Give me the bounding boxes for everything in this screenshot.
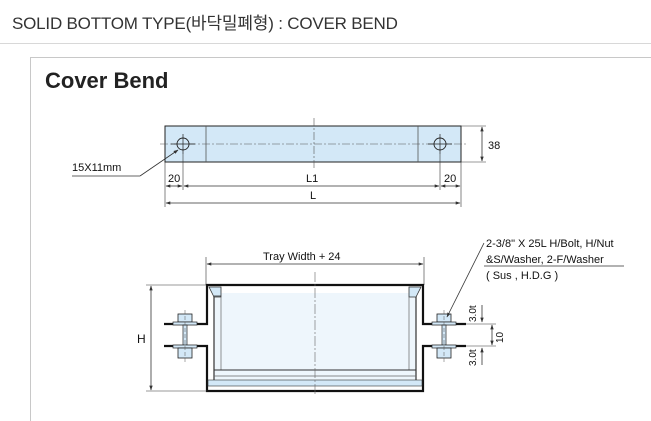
bolt-assembly-left bbox=[172, 310, 198, 362]
bolt-note-line-3: ( Sus , H.D.G ) bbox=[486, 270, 558, 282]
height-dimension-label: 38 bbox=[488, 140, 500, 152]
cover-plate bbox=[164, 125, 462, 163]
edge-distance-left-label: 20 bbox=[168, 173, 180, 185]
tray-width-label: Tray Width + 24 bbox=[263, 251, 341, 263]
thickness-top-label: 3.0t bbox=[468, 305, 479, 322]
l-dimension-label: L bbox=[310, 190, 316, 202]
diagram-title: Cover Bend bbox=[45, 68, 169, 93]
edge-distance-right-label: 20 bbox=[444, 173, 456, 185]
bolt-assembly-right bbox=[431, 310, 457, 362]
hole-size-label: 15X11mm bbox=[72, 162, 121, 174]
hole-leader bbox=[139, 149, 179, 177]
bolt-note-line-2: &S/Washer, 2-F/Washer bbox=[486, 254, 604, 266]
l1-dimension-label: L1 bbox=[306, 173, 318, 185]
bolt-note-line-1: 2-3/8" X 25L H/Bolt, H/Nut bbox=[486, 238, 614, 250]
top-view: 15X11mm 38 20 L1 20 L bbox=[72, 118, 500, 207]
page-title: SOLID BOTTOM TYPE(바닥밀폐형) : COVER BEND bbox=[12, 14, 398, 33]
height-h-label: H bbox=[137, 332, 146, 346]
bolt-hole-left bbox=[171, 134, 195, 154]
gap-label: 10 bbox=[495, 331, 506, 343]
bolt-hole-right bbox=[428, 134, 452, 154]
bolt-note-leader bbox=[446, 242, 485, 318]
title-divider bbox=[0, 43, 651, 44]
thickness-bottom-label: 3.0t bbox=[468, 349, 479, 366]
section-view: Tray Width + 24 bbox=[137, 238, 624, 394]
